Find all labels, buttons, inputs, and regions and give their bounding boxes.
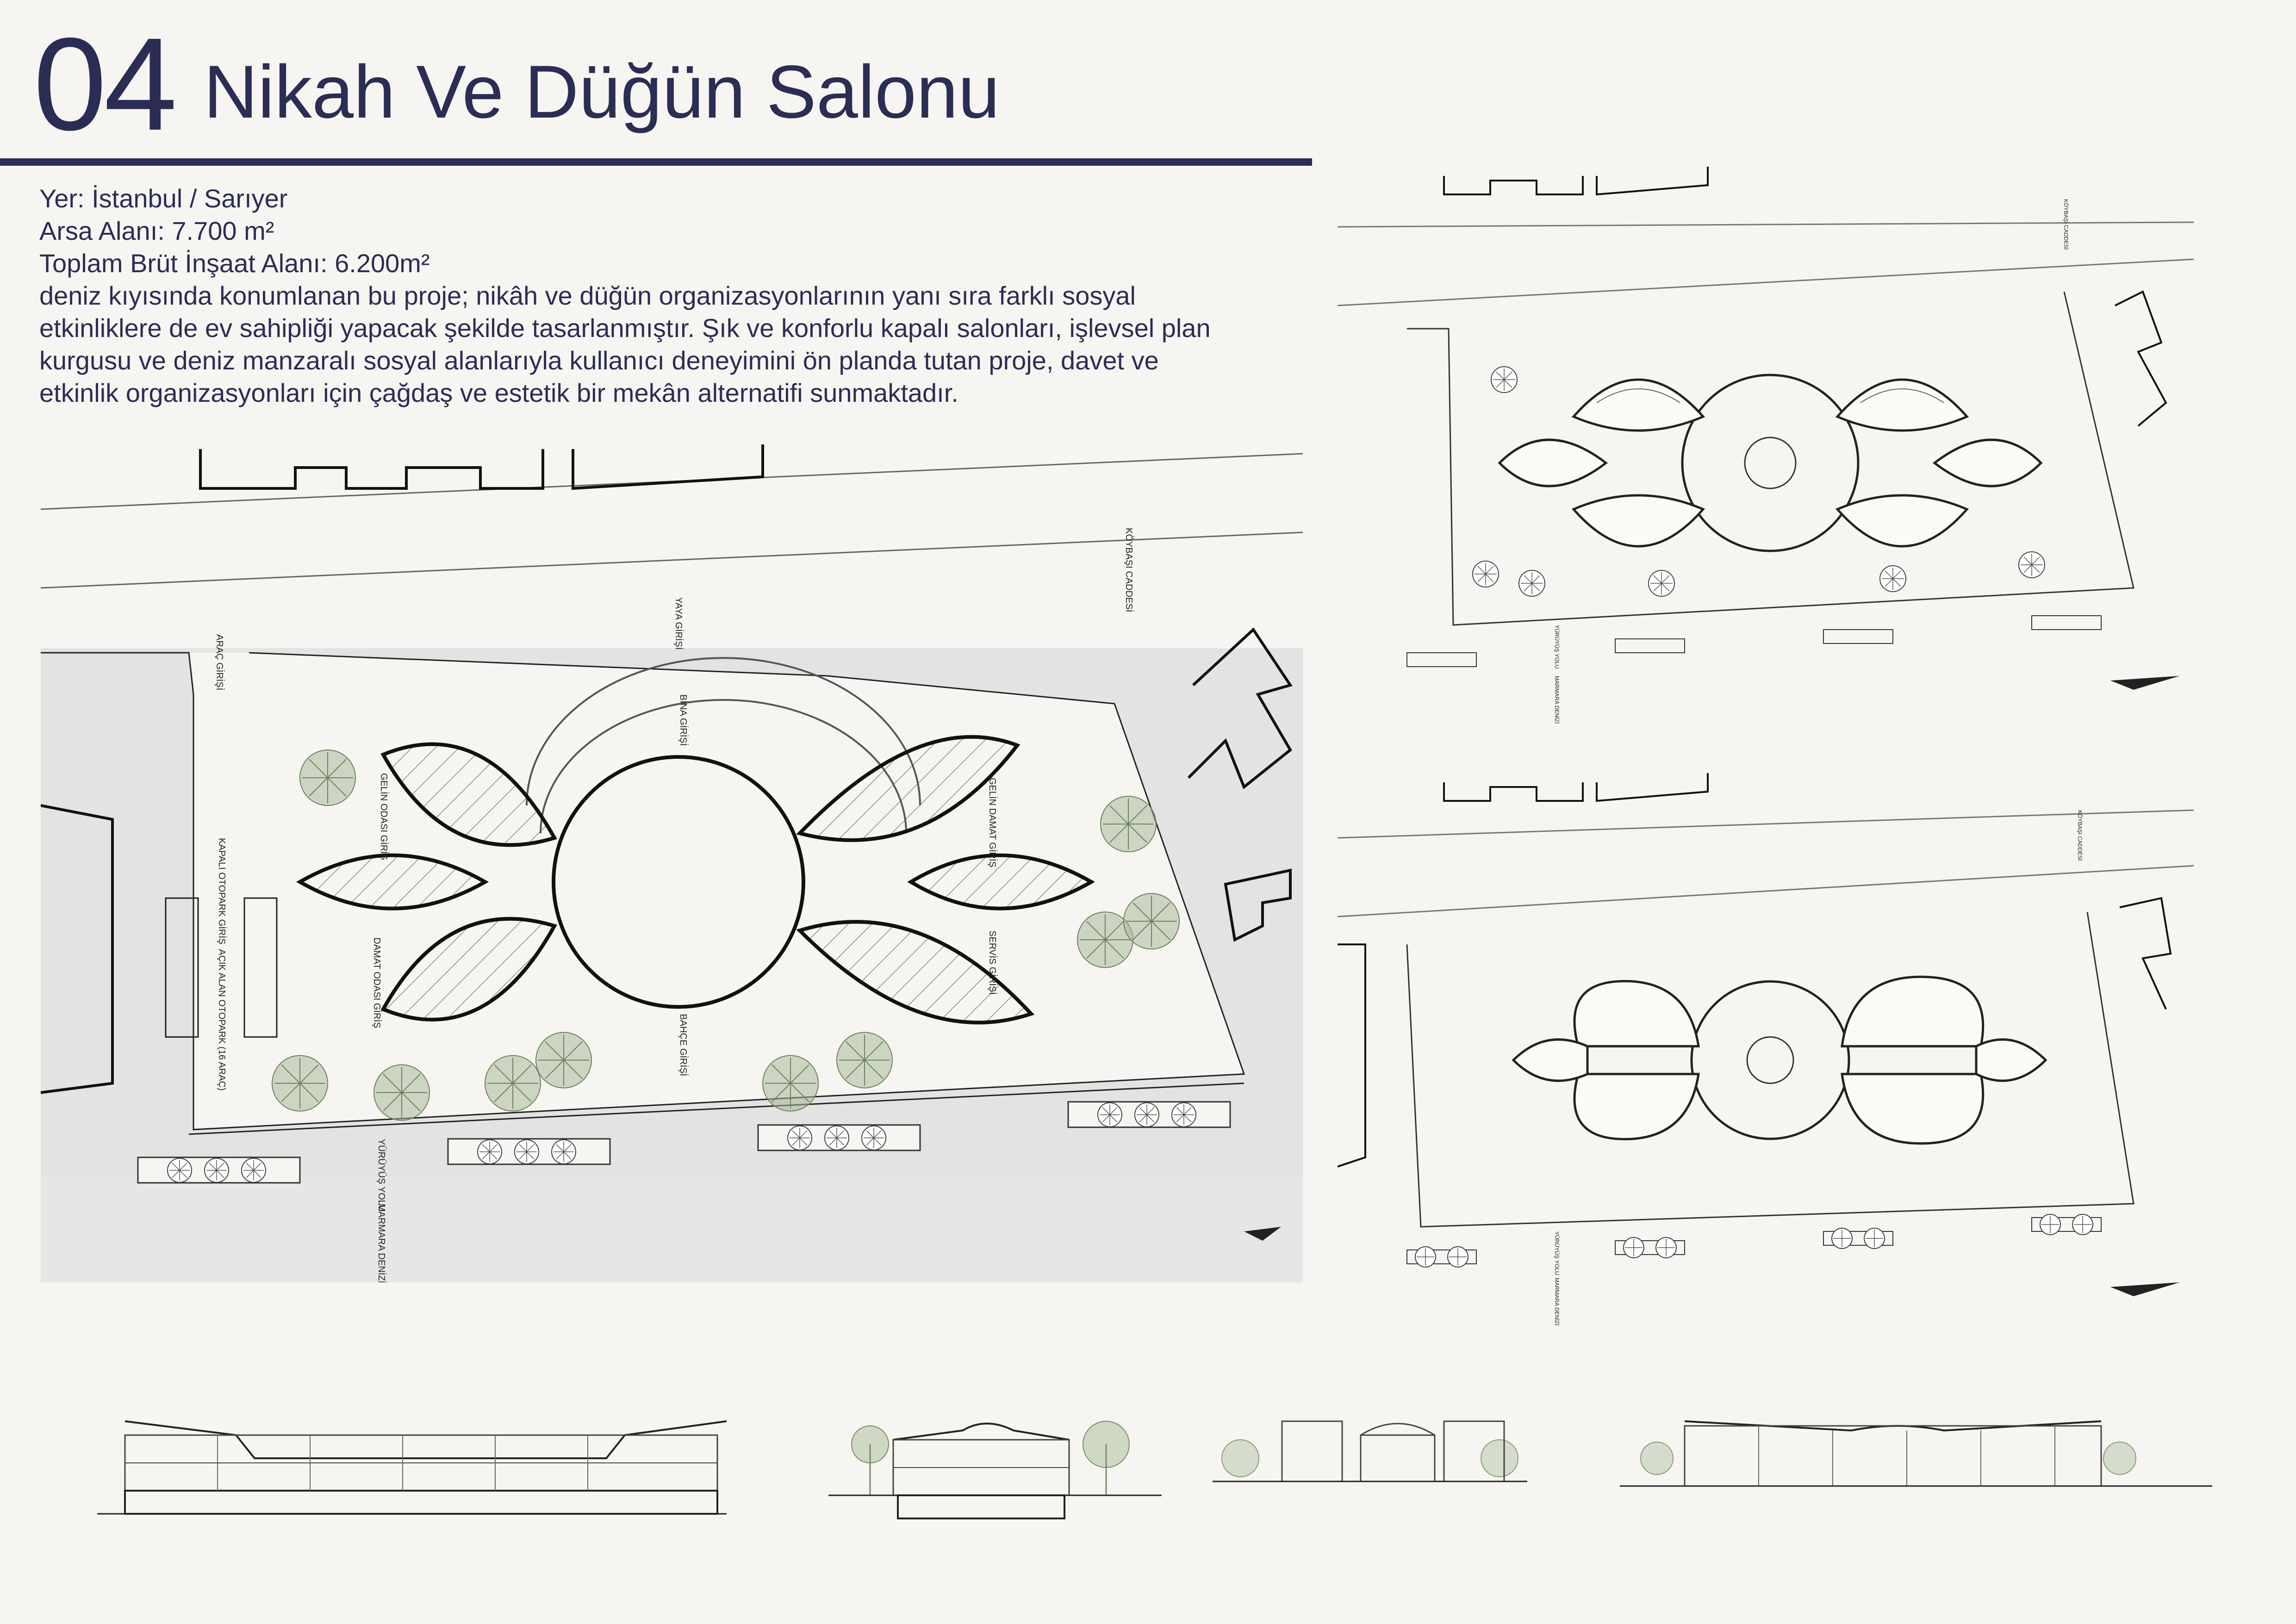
upper-label-marmara: MARMARA DENİZİ (1554, 676, 1560, 724)
location-line: Yer: İstanbul / Sarıyer (39, 184, 288, 213)
label-bina-girisi: BİNA GİRİŞİ (678, 694, 689, 746)
title-divider (0, 158, 1312, 166)
label-arac-girisi: ARAÇ GİRİŞİ (214, 634, 225, 690)
description-line: etkinlik organizasyonları için çağdaş ve… (39, 378, 958, 407)
label-marmara-denizi: MARMARA DENİZİ (376, 1204, 387, 1282)
label-gelin-odasi: GELİN ODASI GİRİŞ (379, 773, 389, 860)
label-yuruyus-yolu: YÜRÜYÜŞ YOLU (376, 1139, 386, 1212)
lower-label-yuruyus: YÜRÜYÜŞ YOLU (1554, 1231, 1560, 1275)
project-title: Nikah Ve Düğün Salonu (204, 50, 1000, 134)
label-servis-girisi: SERVİS GİRİŞİ (987, 931, 998, 995)
upper-label-yuruyus: YÜRÜYÜŞ YOLU (1554, 625, 1560, 668)
label-gelin-damat: GELİN DAMAT GİRİŞ (987, 778, 998, 868)
section-a (97, 1420, 727, 1515)
label-koybasi-caddesi: KÖYBAŞI CADDESİ (1124, 528, 1134, 612)
project-number: 04 (33, 11, 177, 158)
description-line: kurgusu ve deniz manzaralı sosyal alanla… (39, 346, 1159, 375)
floor-plan-lower: KÖYBAŞI CADDESİ YÜRÜYÜŞ YOLU MARMARA DEN… (1338, 773, 2194, 1325)
site-area-line: Arsa Alanı: 7.700 m² (39, 216, 274, 245)
label-bahce-girisi: BAHÇE GİRİŞİ (678, 1014, 689, 1076)
description-line: deniz kıyısında konumlanan bu proje; nik… (39, 281, 1136, 310)
project-description: Yer: İstanbul / Sarıyer Arsa Alanı: 7.70… (39, 182, 1317, 409)
lower-label-koybasi: KÖYBAŞI CADDESİ (2077, 810, 2083, 861)
label-acik-otopark: AÇIK ALAN OTOPARK (16 ARAÇ) (217, 949, 227, 1091)
elevation-a (1213, 1420, 1527, 1482)
description-line: etkinliklere de ev sahipliği yapacak şek… (39, 313, 1211, 343)
section-b (828, 1421, 1162, 1519)
upper-label-koybasi: KÖYBAŞI CADDESİ (2063, 199, 2069, 250)
site-plan: ARAÇ GİRİŞİ YAYA GİRİŞİ BİNA GİRİŞİ KAPA… (41, 444, 1303, 1282)
elevation-b (1620, 1420, 2212, 1487)
gross-area-line: Toplam Brüt İnşaat Alanı: 6.200m² (39, 249, 430, 278)
label-kapali-otopark: KAPALI OTOPARK GİRİŞ (217, 838, 227, 944)
label-yaya-girisi: YAYA GİRİŞİ (673, 597, 684, 650)
lower-label-marmara: MARMARA DENİZİ (1554, 1278, 1560, 1325)
floor-plan-upper: KÖYBAŞI CADDESİ YÜRÜYÜŞ YOLU MARMARA DEN… (1338, 167, 2194, 724)
label-damat-odasi: DAMAT ODASI GİRİŞ (372, 937, 382, 1028)
